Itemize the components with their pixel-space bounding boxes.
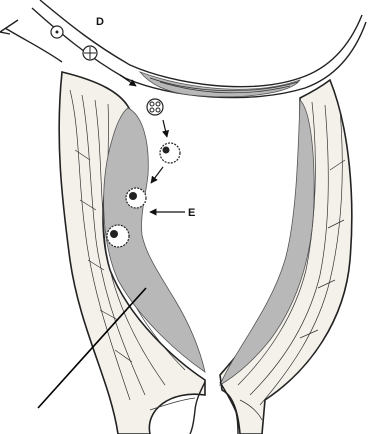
two-cell-embryo [83,46,97,60]
implanting-blastocyst [107,225,129,247]
blastocyst [126,188,146,208]
arrow-3 [151,167,163,183]
morula [147,99,163,115]
arrow-1 [120,75,136,86]
zygote-cell [51,26,63,38]
label-d: D [96,16,104,28]
arrow-2 [163,120,167,137]
early-blastocyst [160,143,180,163]
fallopian-tube [0,0,366,98]
label-e: E [188,207,195,219]
